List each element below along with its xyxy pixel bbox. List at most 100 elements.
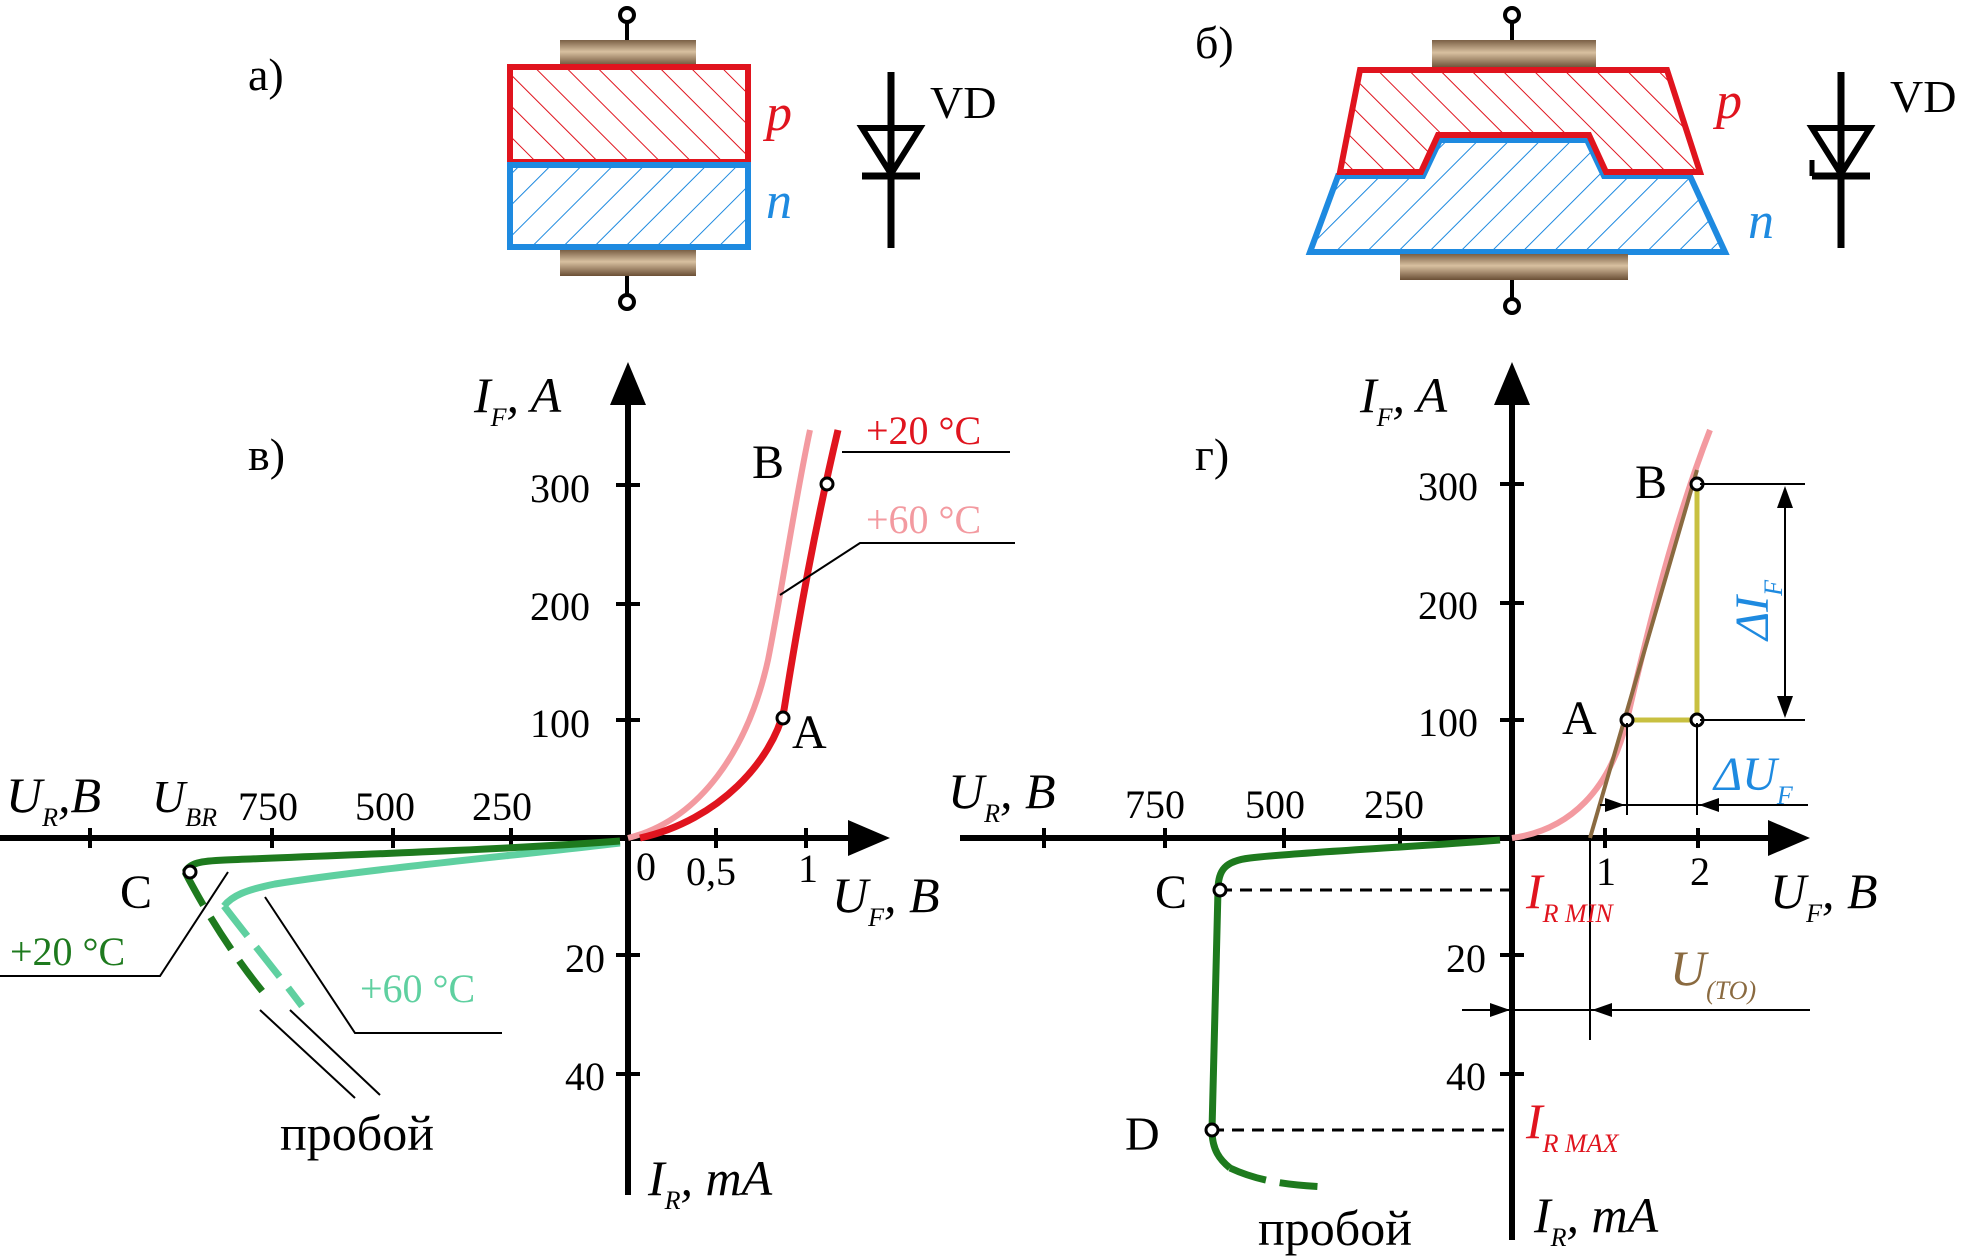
panel-c-temp-20-fwd: +20 °C — [866, 408, 981, 453]
panel-b: б) p n VD — [1195, 6, 1956, 315]
panel-c-ubr-label: UBR — [152, 771, 217, 832]
panel-d-ticks — [1042, 482, 1700, 1076]
panel-d-delta-u-arrow-left — [1699, 798, 1719, 812]
panel-b-n-label: n — [1748, 193, 1774, 250]
panel-d-y-title-top: IF, A — [1359, 367, 1448, 432]
panel-c-point-A: A — [792, 706, 827, 759]
panel-a-vd-label: VD — [930, 77, 996, 128]
panel-a-p-label: p — [762, 85, 792, 142]
panel-c-xtick-750: 750 — [238, 784, 298, 829]
panel-c-ytick-20: 20 — [565, 936, 605, 981]
panel-d-delta-triangle — [1627, 484, 1700, 723]
panel-d-reverse-breakdown — [1228, 1164, 1326, 1191]
panel-d-breakdown: пробой — [1258, 1200, 1412, 1256]
panel-a-diode-symbol — [856, 72, 926, 248]
panel-d-ytick-20: 20 — [1446, 936, 1486, 981]
panel-c-leader-break-1 — [259, 1009, 356, 1099]
panel-c-point-B-marker — [819, 476, 835, 492]
panel-d-reverse-curve — [1208, 836, 1501, 1171]
panel-a-n-label: n — [766, 173, 792, 230]
panel-c-forward-curve-60 — [627, 429, 813, 841]
panel-c-point-A-marker — [775, 710, 791, 726]
panel-c-origin: 0 — [636, 844, 656, 889]
panel-d-linear-approx — [1588, 469, 1699, 839]
panel-d-x-arrow — [1768, 820, 1810, 856]
panel-c-forward-curve-20 — [639, 429, 842, 842]
panel-c-point-B: B — [752, 436, 784, 489]
panel-c-ytick-300: 300 — [530, 466, 590, 511]
panel-d-delta-i-label: ΔIF — [1726, 579, 1788, 642]
panel-b-p-label: p — [1712, 73, 1742, 130]
panel-c-x-arrow — [848, 820, 890, 856]
panel-d-delta-i-arrow-up — [1777, 486, 1793, 508]
panel-c-leader-rev-20 — [0, 871, 229, 977]
panel-c-point-C: C — [120, 866, 152, 919]
panel-c-temp-60-rev: +60 °C — [360, 966, 475, 1011]
panel-c-ytick-40: 40 — [565, 1054, 605, 1099]
panel-c-xtick-05: 0,5 — [686, 849, 736, 894]
panel-a-label: а) — [248, 49, 284, 100]
panel-d-label: г) — [1195, 429, 1229, 480]
panel-c-x-title-right: UF, B — [832, 867, 940, 932]
panel-c-temp-60-fwd: +60 °C — [866, 497, 981, 542]
panel-c-y-arrow — [610, 362, 646, 405]
panel-d-point-C-marker — [1212, 882, 1228, 898]
panel-c-xtick-1: 1 — [798, 846, 818, 891]
panel-d-point-D-marker — [1204, 1122, 1220, 1138]
panel-c-label: в) — [248, 429, 285, 480]
panel-d-u-to-label: U(TO) — [1670, 940, 1756, 1005]
panel-a-n-region — [507, 162, 751, 250]
panel-d-point-B: B — [1635, 456, 1667, 509]
panel-c-point-C-marker — [182, 864, 198, 880]
panel-c-leader-break-2 — [289, 1009, 381, 1096]
panel-d-forward-curve — [1511, 428, 1713, 841]
panel-b-p-region — [1336, 67, 1705, 175]
panel-c-ytick-100: 100 — [530, 701, 590, 746]
panel-b-diode-symbol — [1806, 72, 1876, 248]
panel-c-ytick-200: 200 — [530, 584, 590, 629]
panel-d-ir-min-label: IR MIN — [1525, 863, 1614, 928]
panel-b-bottom-terminal — [1503, 297, 1521, 315]
panel-c-xtick-250: 250 — [472, 784, 532, 829]
panel-a-top-terminal — [618, 6, 636, 24]
panel-c: в) 300 200 100 20 40 0 0,5 1 750 50 — [0, 362, 1015, 1215]
panel-c-ticks — [88, 483, 808, 1076]
panel-c-xtick-500: 500 — [355, 784, 415, 829]
panel-a-p-region — [507, 64, 751, 165]
panel-d-y-arrow — [1494, 362, 1530, 405]
panel-c-leader-60 — [779, 542, 1015, 596]
panel-a-bottom-contact — [560, 250, 696, 276]
panel-d-x-title-left: UR, B — [948, 763, 1056, 828]
panel-c-reverse-curve-20 — [181, 837, 621, 874]
panel-d-ytick-200: 200 — [1418, 583, 1478, 628]
panel-d-ir-max-label: IR MAX — [1525, 1093, 1620, 1158]
panel-d-delta-u-label: ΔUF — [1712, 748, 1794, 810]
panel-b-n-region — [1305, 137, 1730, 255]
panel-d-u-to-arrow-2 — [1592, 1003, 1612, 1017]
panel-d-ytick-100: 100 — [1418, 700, 1478, 745]
panel-c-y-title-top: IF, A — [473, 367, 562, 432]
panel-c-temp-20-rev: +20 °C — [10, 929, 125, 974]
panel-d-delta-i-arrow-down — [1777, 696, 1793, 718]
panel-c-reverse-breakdown-20 — [181, 870, 271, 1001]
panel-d-point-D: D — [1125, 1108, 1160, 1161]
panel-d-ytick-40: 40 — [1446, 1054, 1486, 1099]
panel-b-top-terminal — [1503, 6, 1521, 24]
panel-b-top-contact — [1432, 40, 1596, 68]
panel-b-bottom-contact — [1400, 254, 1628, 280]
panel-d-point-C: C — [1155, 866, 1187, 919]
panel-c-reverse-curve-60 — [221, 839, 621, 909]
panel-d-xtick-250: 250 — [1364, 782, 1424, 827]
panel-d-ytick-300: 300 — [1418, 464, 1478, 509]
panel-d-xtick-750: 750 — [1125, 782, 1185, 827]
panel-d-u-to-arrow-1 — [1490, 1003, 1510, 1017]
panel-d: г) 300 200 100 20 40 1 2 750 500 250 IF, — [948, 362, 1878, 1256]
panel-d-xtick-500: 500 — [1245, 782, 1305, 827]
panel-d-xtick-2: 2 — [1690, 849, 1710, 894]
panel-c-breakdown: пробой — [280, 1105, 434, 1161]
panel-d-x-title-right: UF, B — [1770, 863, 1878, 928]
panel-c-x-title-left: UR,B — [6, 767, 101, 832]
panel-a-bottom-terminal — [618, 293, 636, 311]
panel-b-vd-label: VD — [1890, 71, 1956, 122]
